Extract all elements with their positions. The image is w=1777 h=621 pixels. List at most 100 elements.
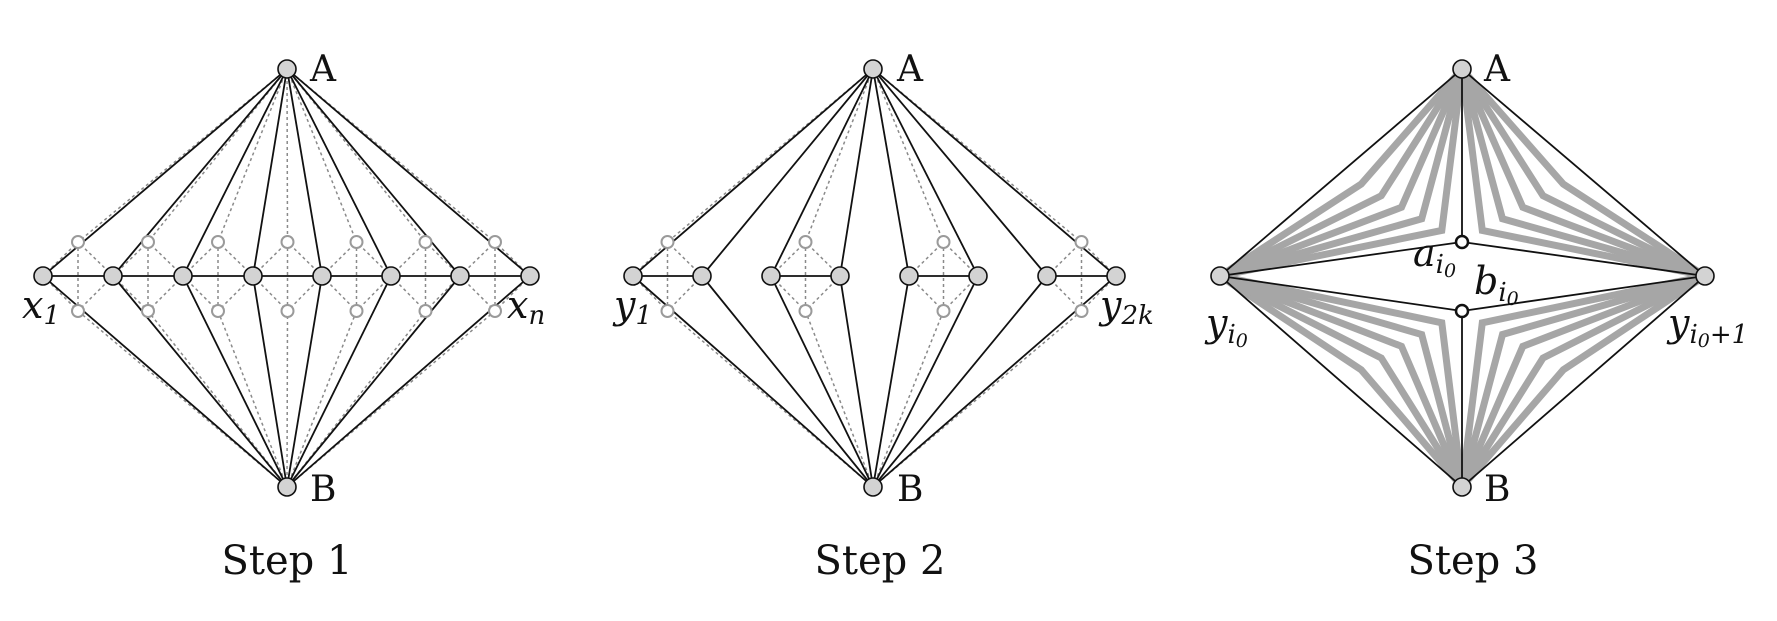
hollow-vertex <box>211 304 225 318</box>
step-3-vertex-label-a: A <box>1483 49 1511 90</box>
thick-path-b-left <box>1218 273 1465 490</box>
step-3-vertices <box>1210 59 1715 497</box>
hollow-vertex <box>660 235 675 249</box>
step-1-vertex-label-b: B <box>310 469 336 510</box>
hub-edge <box>1461 275 1706 312</box>
solid-edge <box>872 275 979 488</box>
border-edge <box>1461 68 1706 277</box>
hollow-vertex <box>798 235 813 249</box>
hollow-vertex <box>798 304 813 318</box>
step-1-caption: Step 1 <box>222 538 353 584</box>
path-vertex <box>312 266 332 286</box>
path-vertex <box>173 266 193 286</box>
solid-edge <box>286 68 392 277</box>
solid-edge <box>701 275 874 488</box>
vertex-b <box>277 477 297 497</box>
dotted-edge <box>872 310 945 488</box>
hollow-vertex <box>936 235 951 249</box>
path-vertex <box>830 266 850 286</box>
step-3-thick-paths <box>1218 66 1707 490</box>
thick-path-a-right <box>1459 66 1707 279</box>
thick-path-a-left <box>1218 67 1465 280</box>
solid-edge <box>182 275 288 488</box>
hollow-vertex <box>141 235 155 249</box>
panel-step-1: A B x1 xn Step 1 <box>22 49 545 584</box>
thick-path-a-right <box>1458 68 1706 280</box>
step-1-vertices <box>33 59 540 497</box>
vertex-a <box>277 59 297 79</box>
solid-edge <box>770 275 874 488</box>
path-vertex <box>1106 266 1126 286</box>
path-vertex <box>520 266 540 286</box>
panel-step-3: A B ai0 bi0 yi0 yi0+1 Step 3 <box>1204 49 1748 584</box>
step-3-solid-edges <box>1219 68 1706 488</box>
solid-edge <box>252 68 288 277</box>
hollow-vertex <box>418 304 433 318</box>
hollow-vertex <box>280 235 295 249</box>
border-edge <box>1219 275 1463 488</box>
vertex-a <box>863 59 883 79</box>
vertex-a <box>1452 59 1472 79</box>
solid-edge <box>286 275 392 488</box>
hollow-vertex <box>488 304 502 318</box>
solid-edge <box>286 68 323 277</box>
dotted-edge <box>286 68 358 243</box>
path-vertex <box>450 266 470 286</box>
dotted-edge <box>286 310 289 488</box>
hollow-vertex <box>349 235 364 249</box>
vertex-a-i0 <box>1454 234 1470 250</box>
hub-edge <box>1461 241 1706 277</box>
step-1-vertex-label-a: A <box>309 49 337 90</box>
hollow-vertex <box>660 304 675 318</box>
path-vertex <box>33 266 53 286</box>
thick-path-b-right <box>1458 272 1707 489</box>
solid-edge <box>872 68 910 277</box>
solid-edge <box>252 275 288 488</box>
solid-edge <box>839 68 874 277</box>
solid-edge <box>839 275 874 488</box>
step-2-vertices <box>623 59 1126 497</box>
solid-edge <box>872 68 979 277</box>
thick-path-b-left <box>1219 272 1466 488</box>
vertex-b-i0 <box>1454 303 1470 319</box>
solid-edge <box>770 68 874 277</box>
hollow-vertex <box>280 304 295 318</box>
vertex-y-i0 <box>1210 266 1230 286</box>
border-edge <box>1219 68 1463 277</box>
solid-edge <box>286 275 461 488</box>
thick-path-a-right <box>1458 68 1706 280</box>
step-3-inner-top-label: ai0 <box>1413 231 1456 282</box>
thick-path-b-right <box>1459 273 1707 490</box>
path-vertex <box>103 266 123 286</box>
step-1-left-endpoint-label: x1 <box>22 283 60 331</box>
solid-edge <box>872 275 910 488</box>
border-edge <box>1461 275 1706 488</box>
dotted-edge <box>872 68 945 243</box>
step-2-right-endpoint-label: y2k <box>1098 283 1154 331</box>
solid-edge <box>286 275 323 488</box>
solid-edge <box>872 68 1048 277</box>
thick-path-b-left <box>1218 272 1466 489</box>
path-vertex <box>899 266 919 286</box>
thick-path-a-right <box>1459 67 1707 280</box>
vertex-b <box>1452 477 1472 497</box>
dotted-edge <box>804 68 874 243</box>
step-2-caption: Step 2 <box>815 538 946 584</box>
thick-path-b-left <box>1219 272 1466 488</box>
thick-path-a-left <box>1218 66 1465 279</box>
path-vertex <box>623 266 643 286</box>
panel-step-2: A B y1 y2k Step 2 <box>612 49 1154 584</box>
step-2-vertex-label-a: A <box>896 49 924 90</box>
thick-path-b-right <box>1458 272 1706 488</box>
hollow-vertex <box>141 304 155 318</box>
vertex-b <box>863 477 883 497</box>
path-vertex <box>1037 266 1057 286</box>
path-vertex <box>692 266 712 286</box>
hub-edge <box>1219 241 1463 277</box>
step-3-vertex-label-b: B <box>1484 469 1510 510</box>
hollow-vertex <box>1074 235 1089 249</box>
dotted-edge <box>286 310 358 488</box>
dotted-edge <box>217 68 288 243</box>
thick-path-b-right <box>1458 272 1706 488</box>
